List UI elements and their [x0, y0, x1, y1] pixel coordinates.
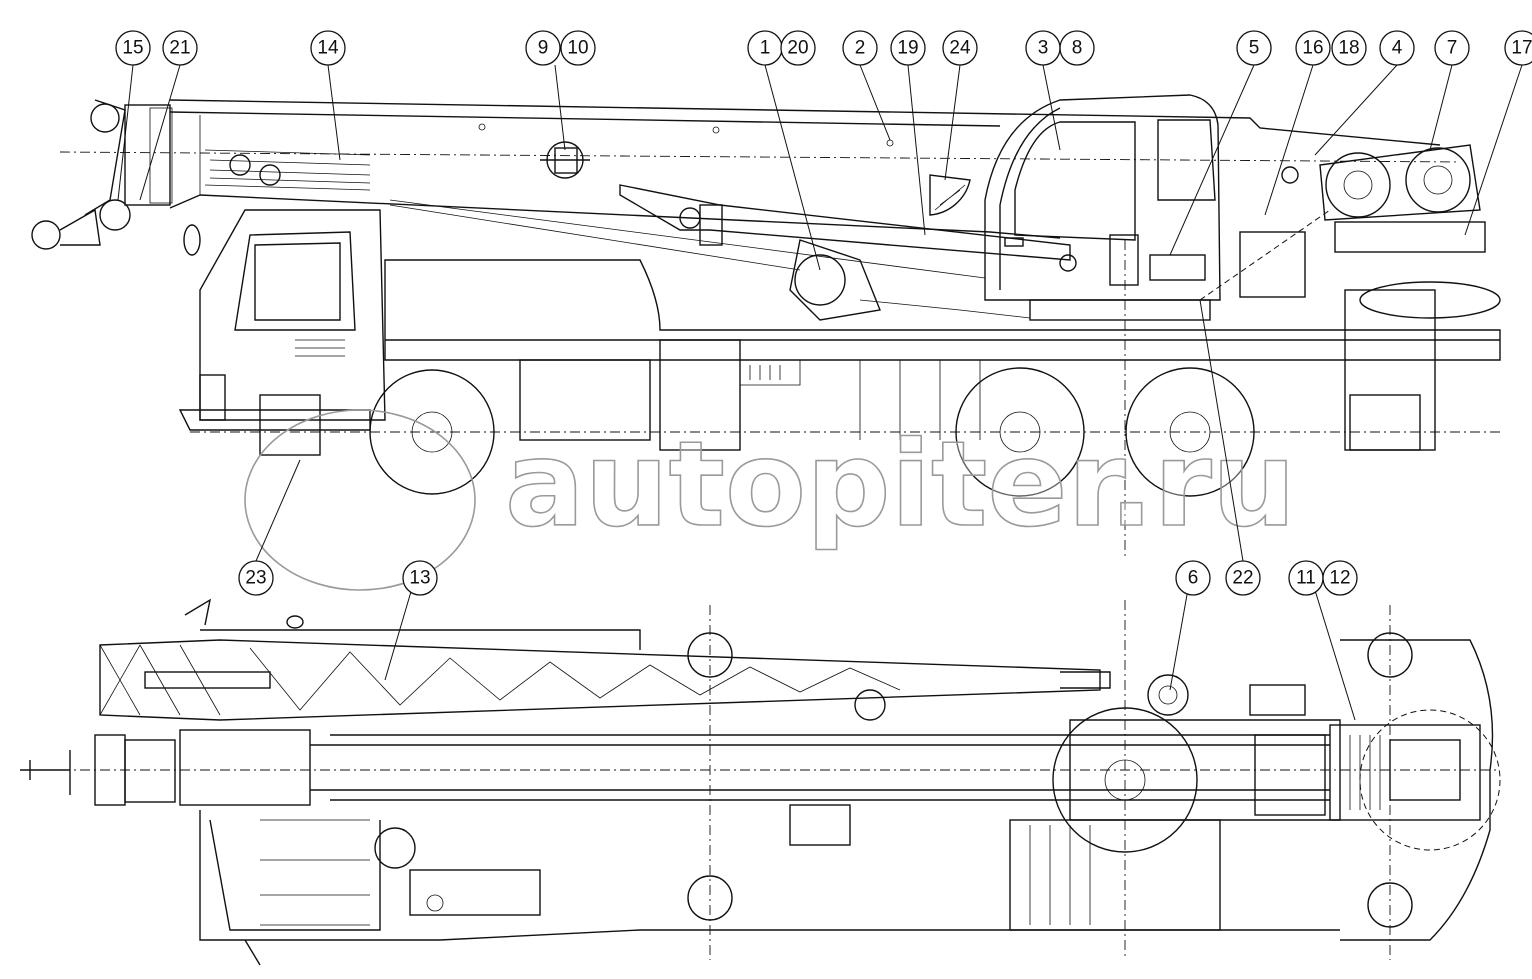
svg-text:11: 11: [1296, 568, 1316, 589]
callout-1: 1: [747, 30, 783, 66]
svg-text:5: 5: [1249, 38, 1260, 59]
side-view: [31, 94, 1501, 560]
operator-cab: [984, 94, 1221, 321]
angle-indicator: [929, 174, 971, 216]
callout-4: 4: [1379, 30, 1415, 66]
callout-13: 13: [402, 560, 438, 596]
svg-text:9: 9: [538, 38, 549, 59]
callout-7: 7: [1434, 30, 1470, 66]
svg-text:13: 13: [409, 568, 430, 589]
main-boom-plan: [20, 639, 1501, 941]
watermark-text: autopiter.ru: [505, 415, 1296, 553]
svg-text:17: 17: [1511, 38, 1532, 59]
svg-text:20: 20: [787, 38, 808, 59]
callout-22: 22: [1225, 560, 1261, 596]
svg-text:15: 15: [122, 38, 143, 59]
callouts: 15 21 14 9 10 1 20 2 19 24 3 8 5 16 18 4…: [115, 30, 1532, 596]
callout-12: 12: [1322, 560, 1358, 596]
svg-text:21: 21: [169, 38, 190, 59]
svg-text:18: 18: [1338, 38, 1359, 59]
svg-text:2: 2: [855, 38, 866, 59]
chassis: [384, 239, 1501, 451]
callout-5: 5: [1236, 30, 1272, 66]
svg-text:19: 19: [897, 38, 918, 59]
callout-15: 15: [115, 30, 151, 66]
luffing-cylinder: [619, 184, 1071, 261]
callout-18: 18: [1331, 30, 1367, 66]
svg-text:12: 12: [1329, 568, 1350, 589]
svg-text:8: 8: [1072, 38, 1083, 59]
wheels: [190, 240, 1500, 560]
carrier-plan: [184, 598, 1413, 966]
svg-text:23: 23: [245, 568, 266, 589]
boom: [31, 99, 1461, 250]
svg-text:3: 3: [1038, 38, 1049, 59]
callout-11: 11: [1288, 560, 1324, 596]
winches: [1199, 144, 1486, 301]
carrier-cab: [178, 209, 386, 456]
watermark: autopiter.ru: [244, 409, 1297, 591]
callout-9: 9: [525, 30, 561, 66]
callout-24: 24: [942, 30, 978, 66]
svg-text:6: 6: [1188, 568, 1199, 589]
callout-6: 6: [1175, 560, 1211, 596]
svg-text:10: 10: [567, 38, 588, 59]
svg-text:14: 14: [317, 38, 339, 59]
callout-10: 10: [560, 30, 596, 66]
callout-21: 21: [162, 30, 198, 66]
leader-lines: [117, 64, 1523, 721]
svg-text:24: 24: [949, 38, 971, 59]
callout-2: 2: [842, 30, 878, 66]
svg-text:1: 1: [760, 38, 771, 59]
callout-23: 23: [238, 560, 274, 596]
lattice-jib: [99, 639, 1111, 721]
svg-text:22: 22: [1232, 568, 1253, 589]
svg-text:7: 7: [1447, 38, 1458, 59]
callout-20: 20: [780, 30, 816, 66]
callout-14: 14: [310, 30, 346, 66]
svg-text:16: 16: [1302, 38, 1323, 59]
plan-view: [20, 598, 1501, 966]
callout-3: 3: [1025, 30, 1061, 66]
callout-8: 8: [1059, 30, 1095, 66]
callout-19: 19: [890, 30, 926, 66]
callout-16: 16: [1295, 30, 1331, 66]
callout-17: 17: [1504, 30, 1532, 66]
svg-text:4: 4: [1392, 38, 1403, 59]
